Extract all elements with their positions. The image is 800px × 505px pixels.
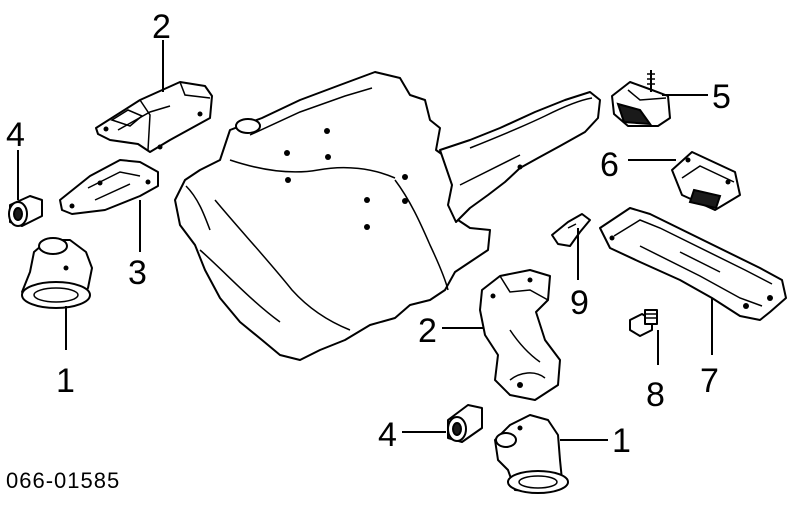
- callout-left-bushing: 4: [6, 116, 25, 154]
- callout-transmission-insulator: 6: [600, 146, 619, 184]
- diagram-reference-code: 066-01585: [6, 468, 120, 493]
- left-engine-mount: [21, 237, 93, 309]
- lower-bushing: [447, 404, 483, 443]
- engine-block: [174, 71, 491, 361]
- upper-left-mount-bracket: [95, 81, 213, 153]
- lower-engine-mount: [494, 414, 569, 494]
- callout-lower-bushing: 4: [378, 416, 397, 454]
- callout-top-left-bracket: 2: [152, 8, 171, 46]
- retaining-clip: [551, 213, 591, 247]
- callout-left-plate: 3: [128, 254, 147, 292]
- callout-crossmember: 7: [700, 362, 719, 400]
- callout-transmission-mount: 5: [712, 78, 731, 116]
- left-mount-plate: [59, 159, 159, 215]
- callout-lower-mount: 1: [612, 422, 631, 460]
- callout-retaining-clip: 9: [570, 284, 589, 322]
- transmission-insulator: [671, 151, 741, 211]
- transmission-mount: [611, 70, 671, 127]
- left-bushing: [8, 195, 43, 227]
- transmission-crossmember: [599, 207, 787, 321]
- callout-right-bracket: 2: [418, 312, 437, 350]
- right-mount-bracket: [479, 269, 561, 401]
- transmission: [439, 91, 601, 223]
- mounting-bolt: [629, 309, 658, 337]
- callout-left-mount: 1: [56, 362, 75, 400]
- callout-bolt: 8: [646, 376, 665, 414]
